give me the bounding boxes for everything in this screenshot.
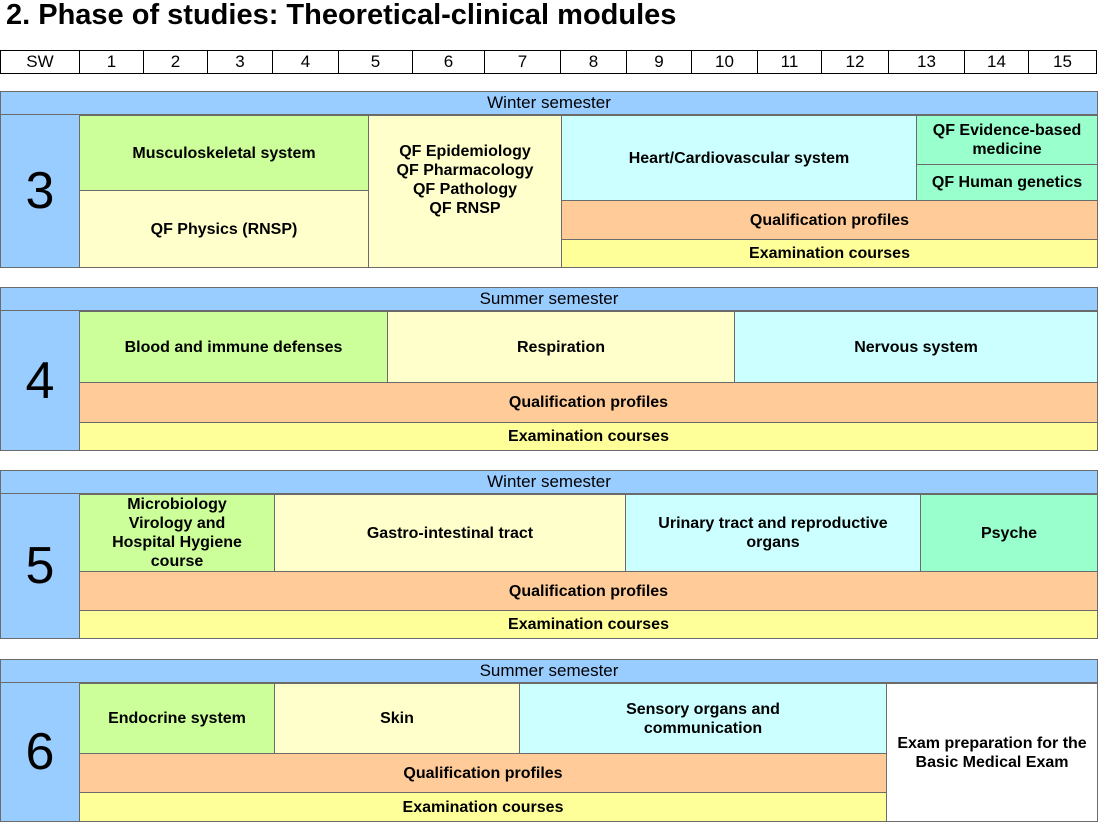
module-urinary-reproductive: Urinary tract and reproductive organs [625,494,921,572]
sw-header-cell: SW [0,50,80,74]
module-qf-evidence-based-medicine: QF Evidence-based medicine [916,115,1098,165]
week-2-cell: 2 [143,50,208,74]
module-musculoskeletal: Musculoskeletal system [79,115,369,191]
week-15-cell: 15 [1028,50,1097,74]
week-9-cell: 9 [626,50,692,74]
semester-3-label: Winter semester [0,91,1098,115]
week-7-cell: 7 [484,50,561,74]
qualification-profiles-bar: Qualification profiles [79,382,1098,423]
semester-4-block: Summer semester 4 Blood and immune defen… [0,287,1098,451]
week-8-cell: 8 [560,50,627,74]
semester-6-label: Summer semester [0,659,1098,683]
module-psyche: Psyche [920,494,1098,572]
module-nervous-system: Nervous system [734,311,1098,383]
module-gastro-intestinal: Gastro-intestinal tract [274,494,626,572]
week-13-cell: 13 [888,50,965,74]
module-microbiology: Microbiology Virology and Hospital Hygie… [79,494,275,572]
module-heart: Heart/Cardiovascular system [561,115,917,201]
week-3-cell: 3 [207,50,273,74]
module-blood-immune: Blood and immune defenses [79,311,388,383]
week-10-cell: 10 [691,50,758,74]
semester-6-number: 6 [0,683,80,822]
qualification-profiles-bar: Qualification profiles [561,200,1098,240]
week-11-cell: 11 [757,50,822,74]
module-endocrine: Endocrine system [79,683,275,754]
semester-3-number: 3 [0,115,80,268]
semester-3-block: Winter semester 3 Musculoskeletal system… [0,91,1098,268]
semester-4-number: 4 [0,311,80,451]
examination-courses-bar: Examination courses [79,610,1098,639]
week-1-cell: 1 [79,50,144,74]
week-4-cell: 4 [272,50,339,74]
examination-courses-bar: Examination courses [79,792,887,822]
week-14-cell: 14 [964,50,1029,74]
week-5-cell: 5 [338,50,413,74]
qualification-profiles-bar: Qualification profiles [79,753,887,793]
semester-5-block: Winter semester 5 Microbiology Virology … [0,470,1098,639]
semester-5-number: 5 [0,494,80,639]
semester-5-label: Winter semester [0,470,1098,494]
module-qf-human-genetics: QF Human genetics [916,164,1098,201]
week-12-cell: 12 [821,50,889,74]
week-6-cell: 6 [412,50,485,74]
examination-courses-bar: Examination courses [561,239,1098,268]
qualification-profiles-bar: Qualification profiles [79,571,1098,611]
module-skin: Skin [274,683,520,754]
module-sensory-organs: Sensory organs and communication [519,683,887,754]
page-title: 2. Phase of studies: Theoretical-clinica… [6,0,677,31]
semester-6-block: Summer semester 6 Endocrine system Skin … [0,659,1098,822]
module-respiration: Respiration [387,311,735,383]
module-exam-preparation: Exam preparation for the Basic Medical E… [886,683,1098,822]
examination-courses-bar: Examination courses [79,422,1098,451]
semester-4-label: Summer semester [0,287,1098,311]
module-qf-list: QF Epidemiology QF Pharmacology QF Patho… [368,115,562,268]
module-qf-physics: QF Physics (RNSP) [79,190,369,268]
